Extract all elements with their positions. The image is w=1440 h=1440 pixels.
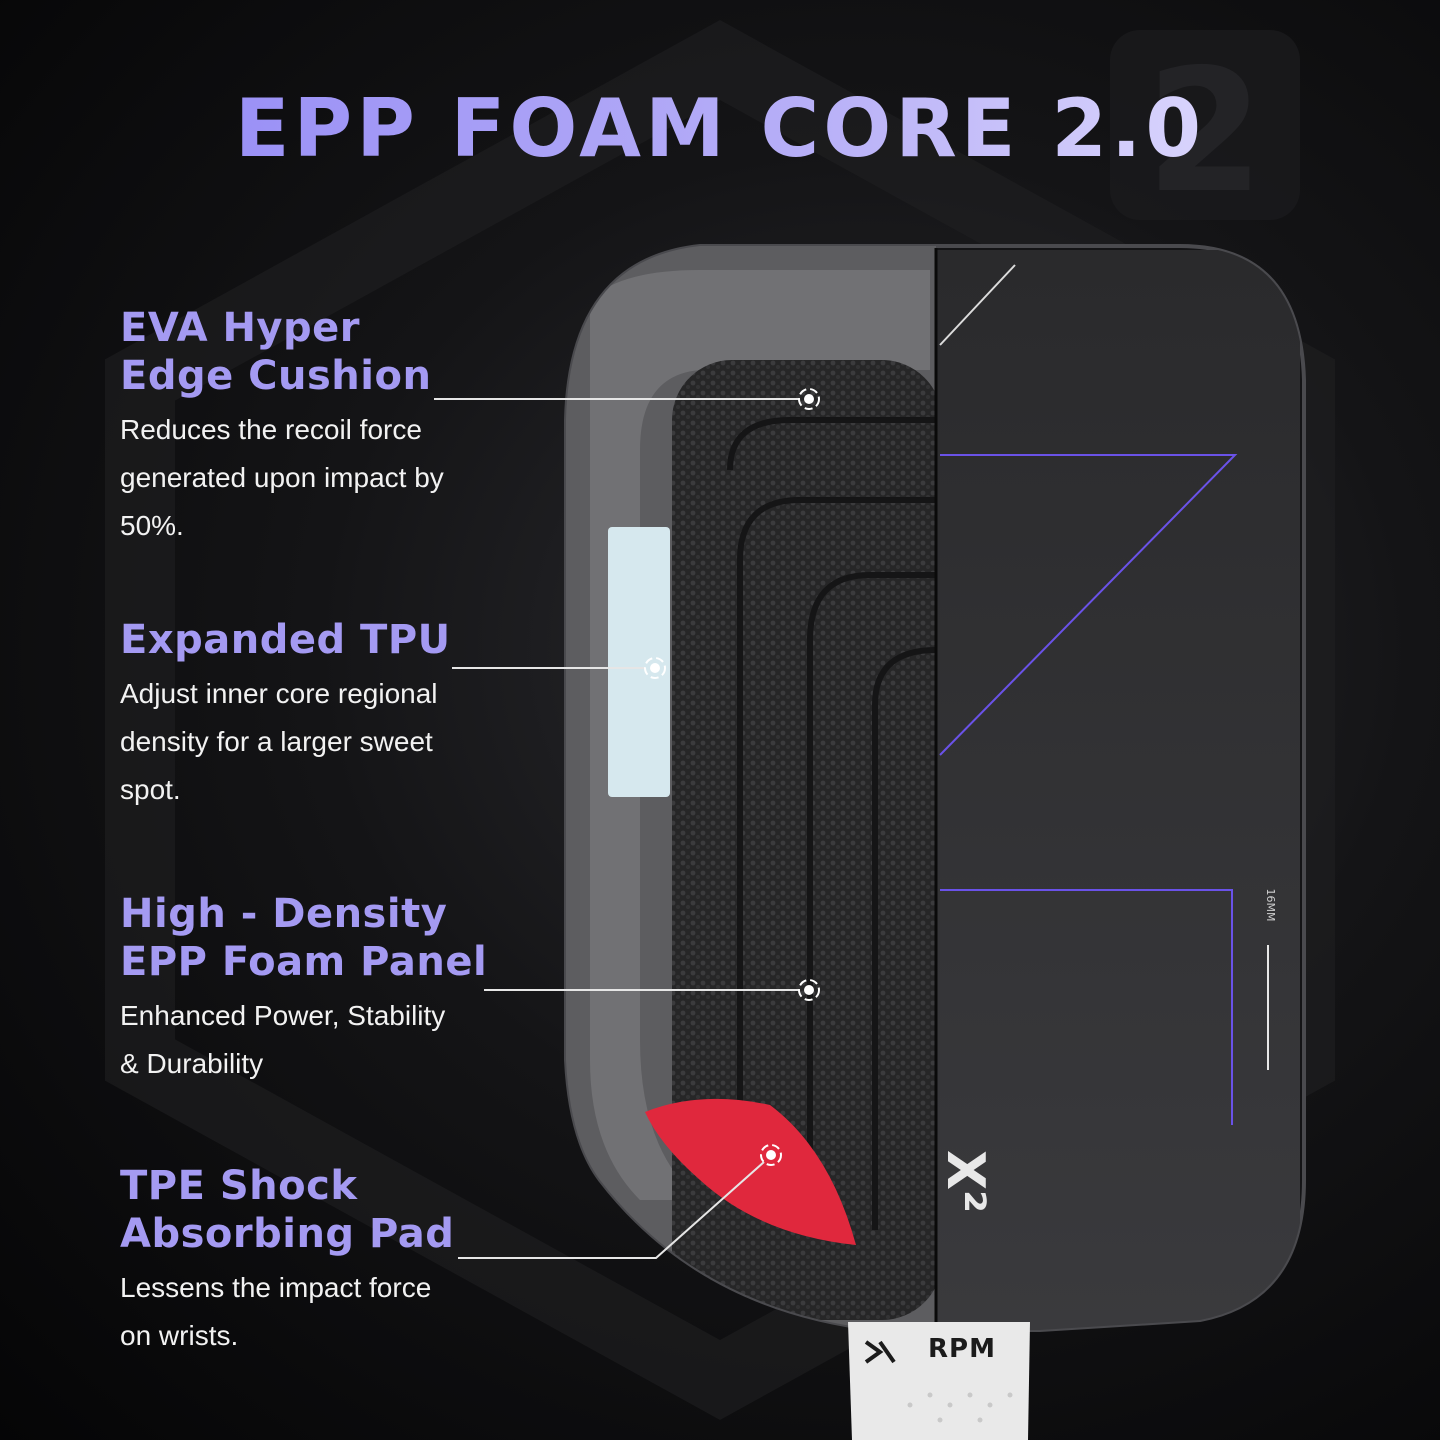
- tpe-pad: [645, 1098, 856, 1245]
- feature-title: Expanded TPU: [120, 617, 451, 663]
- feature-title: EVA Hyper Edge Cushion: [120, 305, 432, 399]
- feature-title: High - Density EPP Foam Panel: [120, 891, 488, 985]
- svg-text:2: 2: [1146, 33, 1264, 231]
- feature-description: Enhanced Power, Stability & Durability: [120, 1000, 446, 1079]
- paddle-face: [936, 250, 1300, 1330]
- callout-line-tpe: [458, 1161, 765, 1259]
- feature-description: Adjust inner core regional density for a…: [120, 678, 438, 805]
- feature-tpe-shock-pad: TPE Shock Absorbing Pad Lessens the impa…: [120, 1162, 454, 1360]
- feature-description: Reduces the recoil force generated upon …: [120, 414, 444, 541]
- feature-high-density-epp: High - Density EPP Foam Panel Enhanced P…: [120, 890, 487, 1088]
- model-mark: X²: [935, 1150, 995, 1213]
- callout-dot-icon: [760, 1144, 782, 1166]
- feature-eva-edge-cushion: EVA Hyper Edge Cushion Reduces the recoi…: [120, 304, 444, 550]
- page-title: EPP FOAM CORE 2.0: [0, 82, 1440, 175]
- feature-description: Lessens the impact force on wrists.: [120, 1272, 432, 1351]
- grip-brand-text: RPM: [900, 1334, 1024, 1364]
- callout-dot-icon: [644, 657, 666, 679]
- thickness-label: 16MM: [1264, 888, 1277, 922]
- paddle-grip: [848, 1322, 1030, 1440]
- feature-title: TPE Shock Absorbing Pad: [120, 1163, 455, 1257]
- callout-dot-icon: [798, 388, 820, 410]
- grip-brand: RPM: [928, 1334, 996, 1364]
- rpm-logo-icon: [864, 1340, 896, 1364]
- callout-dot-icon: [798, 979, 820, 1001]
- tpu-insert: [608, 527, 670, 797]
- feature-expanded-tpu: Expanded TPU Adjust inner core regional …: [120, 616, 451, 814]
